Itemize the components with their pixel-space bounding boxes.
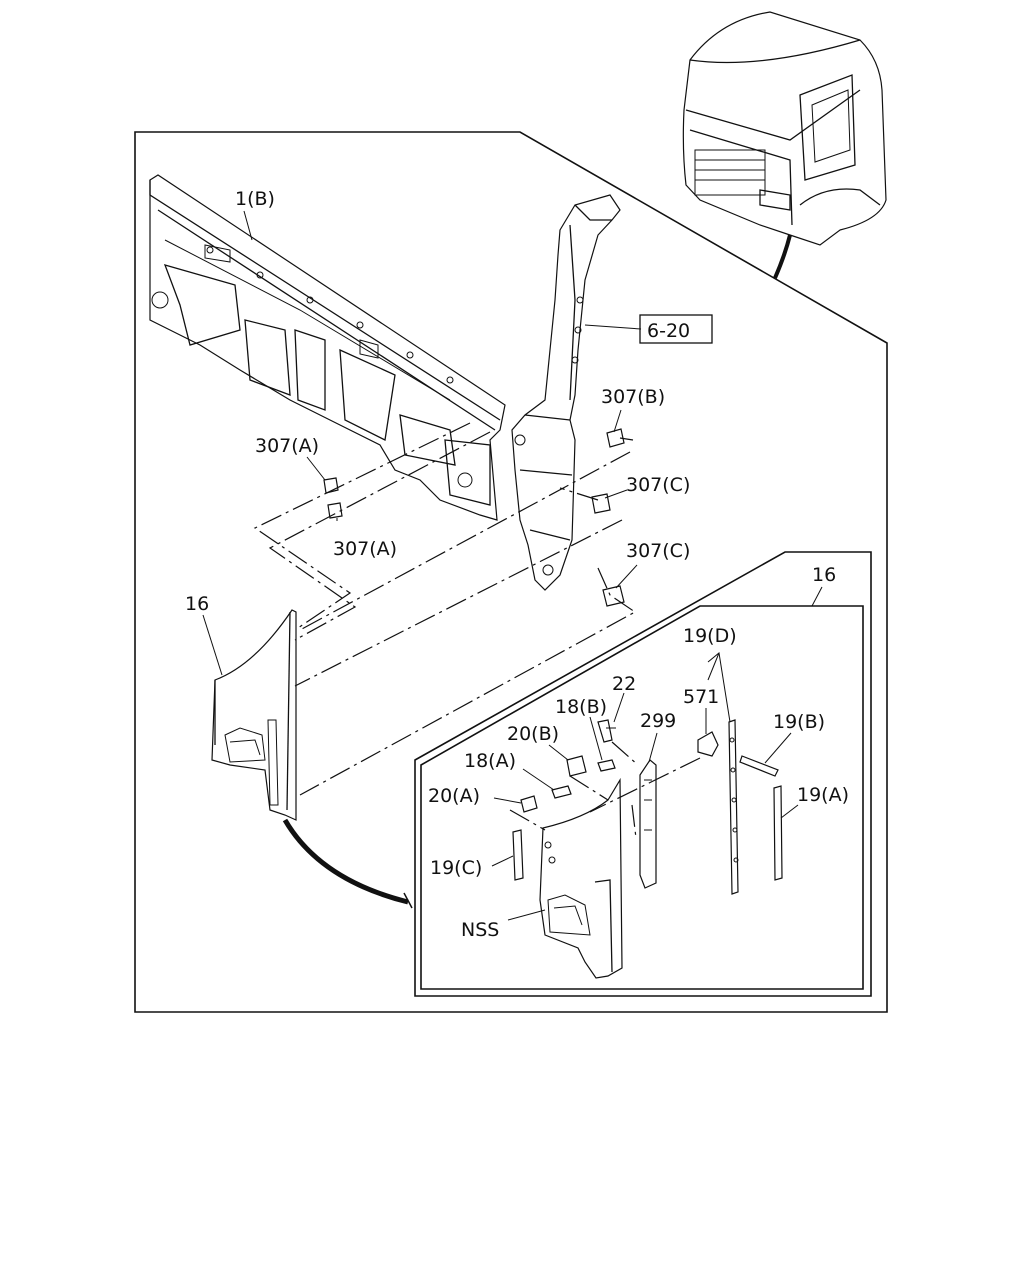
label-19c: 19(C) (430, 857, 482, 879)
label-19b: 19(B) (773, 711, 825, 733)
label-19d: 19(D) (683, 625, 737, 647)
label-307a-bottom: 307(A) (333, 538, 397, 560)
inset-side-trim (539, 777, 623, 979)
label-22: 22 (612, 673, 636, 695)
label-16-inset: 16 (812, 564, 836, 586)
truck-cab-thumbnail (682, 11, 887, 279)
inset-clip-571 (697, 731, 719, 757)
label-299: 299 (640, 710, 676, 732)
label-nss: NSS (461, 919, 499, 941)
ref-box-6-20 (639, 314, 713, 344)
label-307a-top: 307(A) (255, 435, 319, 457)
label-307b: 307(B) (601, 386, 665, 408)
leader-lines (202, 210, 823, 921)
side-trim-main (211, 609, 297, 821)
inset-strip-19b (739, 755, 779, 777)
inset-strip-19a (773, 785, 783, 881)
inset-strip-19c (512, 829, 524, 881)
inset-clip-20b (566, 755, 587, 777)
label-307c-bottom: 307(C) (626, 540, 690, 562)
inset-part-18b (597, 759, 616, 772)
clip-307a-bottom (327, 502, 343, 519)
label-1b: 1(B) (235, 188, 275, 210)
clip-307b (606, 428, 625, 448)
label-18a: 18(A) (464, 750, 516, 772)
clip-307c-top (591, 493, 611, 514)
outer-frame (134, 131, 888, 1013)
inset-screw-22 (597, 719, 616, 743)
label-307c-top: 307(C) (626, 474, 690, 496)
label-19a: 19(A) (797, 784, 849, 806)
label-18b: 18(B) (555, 696, 607, 718)
label-16-main: 16 (185, 593, 209, 615)
front-pillar (511, 194, 621, 591)
label-6-20: 6-20 (647, 320, 690, 342)
assembly-lines (253, 422, 637, 796)
detail-arrow (282, 818, 409, 905)
inset-clip-20a (520, 795, 538, 813)
label-20a: 20(A) (428, 785, 480, 807)
inset-assembly-lines (509, 741, 701, 839)
label-571: 571 (683, 686, 719, 708)
cowl-panel (149, 174, 506, 521)
inset-part-18a (551, 785, 572, 799)
label-20b: 20(B) (507, 723, 559, 745)
inset-strip-299 (639, 759, 657, 889)
detail-inset-box (414, 551, 872, 997)
inset-strip-19d (728, 719, 739, 895)
